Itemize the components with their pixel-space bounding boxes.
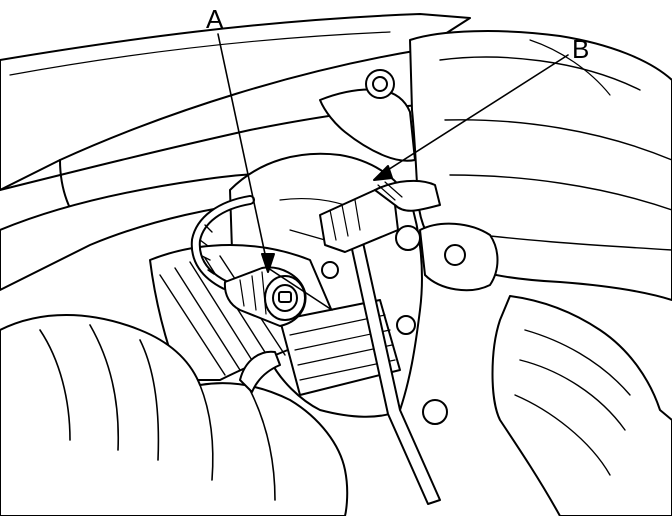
callout-label-b: B [572,36,589,62]
drive-shaft [493,296,672,516]
engine-mount-bracket [320,89,415,160]
callout-label-a: A [206,6,223,32]
